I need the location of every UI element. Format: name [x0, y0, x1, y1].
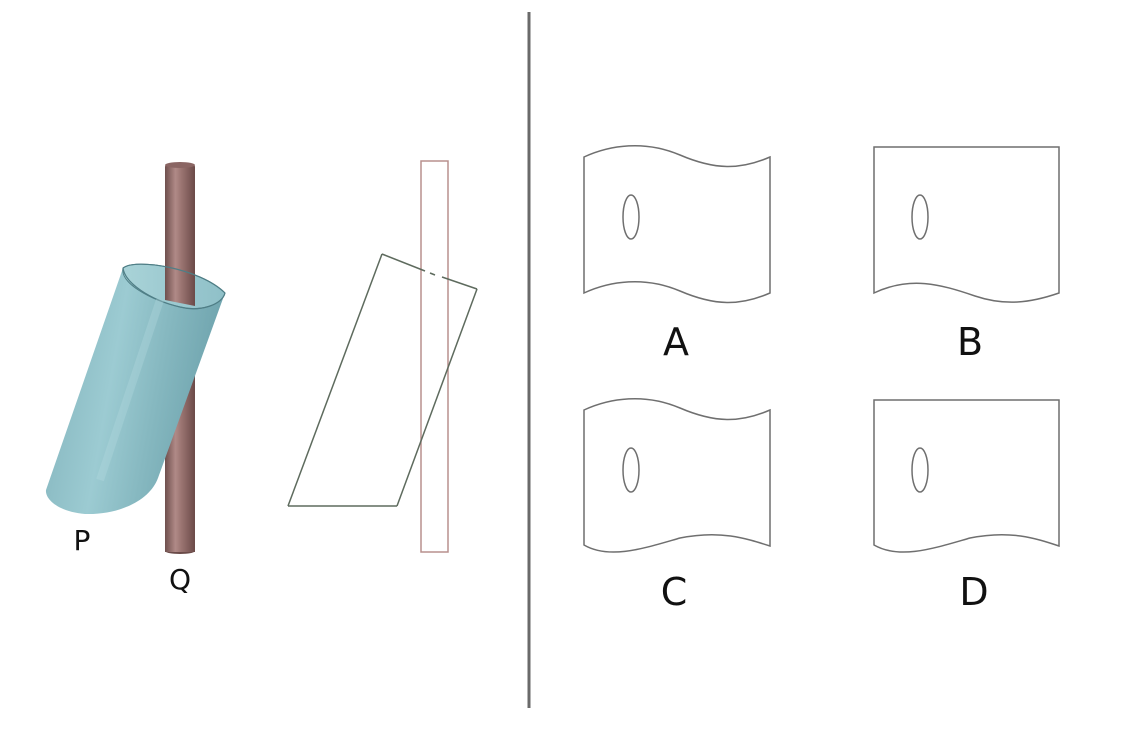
side-view	[287, 160, 478, 553]
tube-p-body	[45, 264, 225, 515]
tube-label-p: P	[73, 524, 91, 557]
option-b-hole	[911, 194, 929, 240]
option-c-shape[interactable]	[583, 397, 771, 553]
option-d-shape[interactable]	[873, 399, 1060, 553]
side-view-rod-outline	[420, 160, 449, 553]
option-c-hole	[622, 447, 640, 493]
side-view-right-edge	[396, 288, 478, 507]
option-c-label[interactable]: C	[660, 570, 688, 614]
option-a-label[interactable]: A	[663, 320, 689, 364]
option-b-shape[interactable]	[873, 146, 1060, 303]
rod-q-lower	[165, 420, 195, 552]
tube-and-rod-3d	[45, 162, 226, 554]
option-d-label[interactable]: D	[959, 570, 989, 614]
rod-q-inside-tube	[165, 266, 195, 306]
option-b-label[interactable]: B	[956, 320, 984, 364]
option-a-shape[interactable]	[583, 144, 771, 304]
option-d-hole	[911, 447, 929, 493]
side-view-left-edge	[287, 253, 383, 507]
option-a-hole	[622, 194, 640, 240]
rod-q-top-cap	[165, 162, 195, 168]
rod-label-q: Q	[168, 563, 192, 596]
